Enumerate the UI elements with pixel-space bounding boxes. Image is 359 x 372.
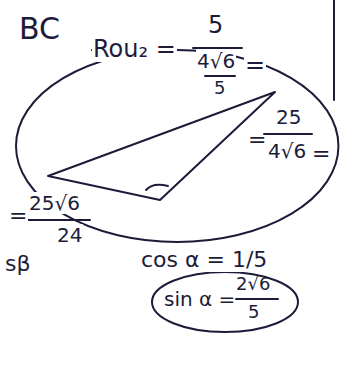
big-ellipse: =254√6= <box>14 48 340 244</box>
fraction-bar <box>205 75 235 77</box>
math-text: 2√6 <box>236 274 270 294</box>
math-label: 25√6 <box>28 192 81 214</box>
fraction-bar <box>193 47 242 49</box>
math-label: 5 <box>213 78 226 98</box>
fraction-bar <box>264 133 312 135</box>
math-text: 25 <box>276 106 301 128</box>
math-label: = <box>244 52 266 78</box>
math-text: 4√6 <box>268 140 306 162</box>
math-text: = <box>248 128 266 152</box>
math-label: BC <box>18 12 61 45</box>
math-label: 5 <box>207 12 224 38</box>
angle-arc <box>146 185 168 190</box>
triangle <box>48 92 275 200</box>
math-text: = <box>312 142 330 166</box>
math-label: sβ <box>4 252 32 276</box>
math-text: 5 <box>248 302 259 322</box>
math-text: sin α = <box>164 288 235 310</box>
math-label: 24 <box>56 224 83 246</box>
fraction-bar <box>28 219 90 221</box>
math-label: = <box>8 204 28 228</box>
answer-ellipse: sin α =2√6 5 <box>150 270 300 334</box>
margin-line <box>333 0 335 100</box>
math-label: Rou₂ = <box>92 36 177 62</box>
fraction-bar <box>236 298 278 300</box>
math-label: 4√6 <box>196 50 236 72</box>
ellipse-outline <box>152 272 298 332</box>
ellipse-outline <box>16 50 338 242</box>
math-label: cos α = 1/5 <box>140 248 268 272</box>
